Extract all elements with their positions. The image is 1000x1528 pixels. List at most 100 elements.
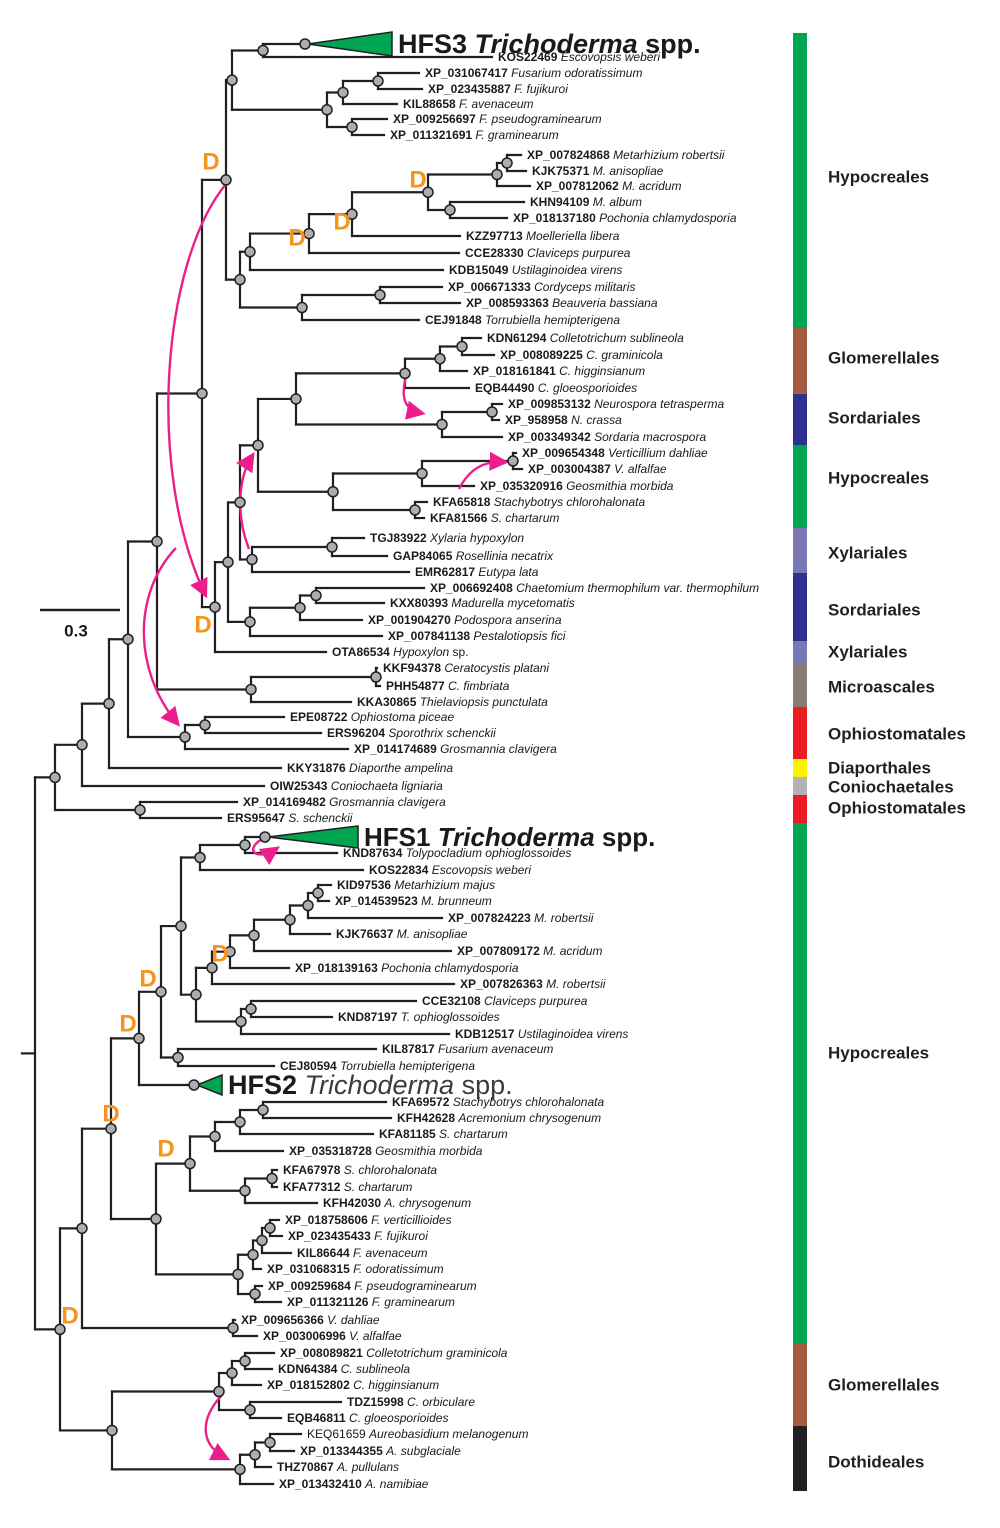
taxon-label: KID97536 Metarhizium majus bbox=[337, 878, 495, 892]
node-circle bbox=[179, 731, 191, 743]
taxon-label: TDZ15998 C. orbiculare bbox=[347, 1395, 475, 1409]
node-circle bbox=[303, 227, 315, 240]
node-circle bbox=[209, 1130, 221, 1143]
taxon-label: KIL87817 Fusarium avenaceum bbox=[382, 1042, 553, 1056]
taxon-label: XP_006671333 Cordyceps militaris bbox=[448, 280, 635, 294]
order-color-bar bbox=[793, 445, 807, 528]
scale-bar-label: 0.3 bbox=[64, 622, 88, 641]
taxon-label: XP_031068315 F. odoratissimum bbox=[267, 1262, 444, 1276]
node-circle bbox=[244, 1404, 256, 1416]
node-circle bbox=[249, 1449, 261, 1461]
taxon-label: CCE32108 Claviceps purpurea bbox=[422, 994, 588, 1008]
duplication-marker: D bbox=[139, 966, 156, 993]
taxon-label: KXX80393 Madurella mycetomatis bbox=[390, 596, 575, 610]
taxon-label: KDN61294 Colletotrichum sublineola bbox=[487, 331, 684, 345]
taxon-label: XP_018161841 C. higginsianum bbox=[473, 364, 645, 378]
order-label: Xylariales bbox=[828, 643, 907, 662]
node-circle bbox=[409, 504, 421, 516]
taxon-label: XP_035318728 Geosmithia morbida bbox=[289, 1144, 483, 1158]
node-circle bbox=[188, 1079, 200, 1091]
node-circle bbox=[227, 1322, 239, 1334]
reassignment-arrow bbox=[457, 451, 509, 490]
node-circle bbox=[299, 38, 311, 50]
node-circle bbox=[256, 1234, 268, 1247]
reassignment-arrow bbox=[252, 837, 280, 865]
node-circle bbox=[399, 367, 411, 380]
taxon-label: KFA81185 S. chartarum bbox=[379, 1127, 508, 1141]
collapsed-clade-triangle bbox=[267, 825, 359, 849]
taxon-label: KJK76637 M. anisopliae bbox=[336, 927, 468, 941]
order-color-bar bbox=[793, 777, 807, 795]
node-circle bbox=[209, 601, 221, 613]
taxon-label: KKA30865 Thielaviopsis punctulata bbox=[357, 695, 548, 709]
order-label: Hypocreales bbox=[828, 1044, 929, 1063]
duplication-marker: D bbox=[202, 149, 219, 176]
duplication-marker: D bbox=[61, 1303, 78, 1330]
duplication-marker: D bbox=[157, 1136, 174, 1163]
node-circle bbox=[103, 697, 115, 710]
taxon-label: KHN94109 M. album bbox=[530, 195, 642, 209]
order-color-bar bbox=[793, 33, 807, 328]
node-circle bbox=[239, 1185, 251, 1197]
node-circle bbox=[501, 157, 513, 169]
order-label: Glomerellales bbox=[828, 349, 940, 368]
taxon-label: GAP84065 Rosellinia necatrix bbox=[393, 549, 554, 563]
node-circle bbox=[224, 945, 236, 958]
taxon-label: EQB46811 C. gloeosporioides bbox=[287, 1411, 448, 1425]
duplication-marker: D bbox=[409, 167, 426, 194]
node-circle bbox=[226, 1367, 238, 1379]
order-label: Ophiostomatales bbox=[828, 799, 966, 818]
taxon-label: KEQ61659 Aureobasidium melanogenum bbox=[307, 1427, 528, 1441]
taxon-label: ERS96204 Sporothrix schenckii bbox=[327, 726, 496, 740]
taxon-label: KIL86644 F. avenaceum bbox=[297, 1246, 428, 1260]
taxon-label: EPE08722 Ophiostoma piceae bbox=[290, 710, 454, 724]
taxon-label: KOS22469 Escovopsis weberi bbox=[498, 50, 660, 64]
node-circle bbox=[264, 1436, 276, 1449]
taxon-label: XP_009656366 V. dahliae bbox=[241, 1313, 380, 1327]
node-circle bbox=[507, 455, 519, 467]
node-circle bbox=[326, 541, 338, 553]
node-circle bbox=[232, 1268, 244, 1281]
node-circle bbox=[491, 168, 503, 181]
taxon-label: XP_008089821 Colletotrichum graminicola bbox=[280, 1346, 508, 1360]
node-circle bbox=[234, 1116, 246, 1128]
order-color-bar bbox=[793, 1426, 807, 1491]
order-color-bar bbox=[793, 663, 807, 707]
taxon-label: KFH42030 A. chrysogenum bbox=[323, 1196, 471, 1210]
taxon-label: KKF94378 Ceratocystis platani bbox=[383, 661, 549, 675]
taxon-label: KFA77312 S. chartarum bbox=[283, 1180, 412, 1194]
taxon-label: XP_035320916 Geosmithia morbida bbox=[480, 479, 674, 493]
node-circle bbox=[266, 1172, 278, 1185]
node-circle bbox=[196, 387, 208, 400]
node-circle bbox=[444, 204, 456, 216]
node-circle bbox=[370, 671, 382, 683]
taxon-label: XP_009853132 Neurospora tetrasperma bbox=[508, 397, 724, 411]
taxon-label: XP_008593363 Beauveria bassiana bbox=[466, 296, 658, 310]
node-circle bbox=[106, 1424, 118, 1437]
node-circle bbox=[105, 1122, 117, 1135]
node-circle bbox=[259, 831, 271, 843]
order-color-bar bbox=[793, 759, 807, 777]
taxon-label: OTA86534 Hypoxylon sp. bbox=[332, 645, 469, 659]
node-circle bbox=[239, 839, 251, 851]
taxon-label: XP_007841138 Pestalotiopsis fici bbox=[388, 629, 566, 643]
taxon-label: EQB44490 C. gloeosporioides bbox=[475, 381, 637, 395]
node-circle bbox=[244, 616, 256, 628]
node-circle bbox=[76, 739, 88, 751]
node-circle bbox=[184, 1157, 196, 1170]
taxon-label: CCE28330 Claviceps purpurea bbox=[465, 246, 631, 260]
reassignment-arrow bbox=[142, 547, 181, 727]
node-circle bbox=[134, 804, 146, 816]
node-circle bbox=[235, 1015, 247, 1028]
taxon-label: XP_011321126 F. graminearum bbox=[287, 1295, 455, 1309]
taxon-label: XP_001904270 Podospora anserina bbox=[368, 613, 562, 627]
taxon-label: XP_003004387 V. alfalfae bbox=[528, 462, 667, 476]
node-circle bbox=[244, 246, 256, 258]
order-label: Ophiostomatales bbox=[828, 725, 966, 744]
taxon-label: XP_018758606 F. verticillioides bbox=[285, 1213, 452, 1227]
taxon-label: XP_007809172 M. acridum bbox=[457, 944, 602, 958]
duplication-marker: D bbox=[211, 941, 228, 968]
taxon-label: KDN64384 C. sublineola bbox=[278, 1362, 410, 1376]
taxon-label: KFH42628 Acremonium chrysogenum bbox=[397, 1111, 601, 1125]
